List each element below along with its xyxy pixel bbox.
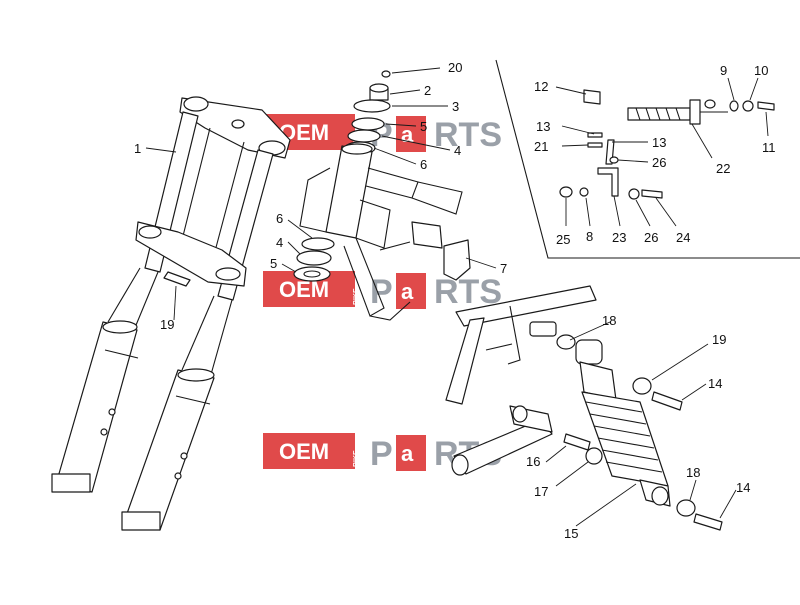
callout-4: 4	[276, 235, 283, 250]
seal-5-lower	[293, 266, 331, 282]
washer-26-lower	[628, 188, 640, 200]
right-axle-boss	[121, 511, 161, 531]
right-fork-slider	[123, 369, 215, 531]
rear-shock-absorber	[556, 334, 723, 531]
fork-clip	[163, 271, 191, 287]
bearing-race-6-lower	[301, 237, 335, 251]
washer-18-lower	[676, 499, 696, 517]
shock-upper-eye	[575, 339, 603, 365]
washer-9	[729, 100, 739, 112]
front-fork-assembly	[51, 96, 291, 531]
bearing-4-lower	[296, 250, 332, 266]
callout-13: 13	[652, 135, 666, 150]
watermark-a: a	[401, 441, 414, 466]
washer-18-upper	[556, 334, 576, 350]
callout-19: 19	[712, 332, 726, 347]
callout-9: 9	[720, 63, 727, 78]
bolt-14-lower	[693, 513, 723, 531]
callout-5: 5	[270, 256, 277, 271]
callout-17: 17	[534, 484, 548, 499]
frame-mount-plate	[411, 221, 443, 249]
callout-7: 7	[500, 261, 507, 276]
spacer-21	[587, 142, 603, 148]
steering-damper-end	[689, 99, 701, 125]
washer-26-upper	[609, 156, 619, 164]
bolt-16	[563, 433, 591, 451]
shock-mount-bolt-head	[529, 321, 557, 337]
callout-24: 24	[676, 230, 690, 245]
callout-26: 26	[652, 155, 666, 170]
callout-22: 22	[716, 161, 730, 176]
watermark-top: OEM BIKE P a RTS	[263, 114, 502, 154]
steering-head-tube	[325, 145, 373, 239]
callout-26: 26	[644, 230, 658, 245]
rear-subframe	[445, 285, 597, 405]
callout-12: 12	[534, 79, 548, 94]
shock-spring	[581, 391, 669, 487]
callout-25: 25	[556, 232, 570, 247]
leader-lines	[145, 67, 769, 527]
swingarm	[451, 405, 553, 476]
callout-21: 21	[534, 139, 548, 154]
subframe-leg	[445, 317, 485, 405]
callout-numbers: 1 2 3 4 4 5 5 6 6 7 9 10 11 12 13 13 14 …	[134, 60, 776, 541]
callout-6: 6	[420, 157, 427, 172]
washer-17	[585, 447, 603, 465]
callout-1: 1	[134, 141, 141, 156]
callout-14: 14	[708, 376, 722, 391]
washer-19	[632, 377, 652, 395]
watermark-bike: BIKE	[353, 450, 360, 467]
callout-13: 13	[536, 119, 550, 134]
callout-6: 6	[276, 211, 283, 226]
bracket-23	[597, 167, 619, 197]
watermark-p: P	[370, 273, 393, 311]
frame	[299, 143, 463, 321]
callout-14: 14	[736, 480, 750, 495]
watermark-a: a	[401, 279, 414, 304]
upper-subframe-bar	[455, 285, 597, 327]
callout-4: 4	[454, 143, 461, 158]
inset-border	[495, 59, 800, 259]
callout-2: 2	[424, 83, 431, 98]
steering-damper-inset	[495, 59, 800, 259]
callout-5: 5	[420, 119, 427, 134]
washer-3	[353, 99, 391, 113]
spacer-13	[587, 132, 603, 138]
bolt-14-upper	[651, 391, 683, 411]
bearing-4	[347, 129, 381, 143]
left-axle-boss	[51, 473, 91, 493]
left-fork-slider	[55, 321, 138, 493]
callout-19: 19	[160, 317, 174, 332]
callout-11: 11	[762, 140, 776, 155]
bolt-11	[757, 101, 775, 111]
bracket-7	[443, 239, 471, 281]
callout-3: 3	[452, 99, 459, 114]
callout-15: 15	[564, 526, 578, 541]
watermark-oem: OEM	[279, 439, 329, 464]
seal-5	[351, 117, 385, 131]
washer-8	[579, 187, 589, 197]
callout-23: 23	[612, 230, 626, 245]
callout-18: 18	[686, 465, 700, 480]
callout-16: 16	[526, 454, 540, 469]
screw-20	[381, 70, 391, 78]
watermark-oem: OEM	[279, 277, 329, 302]
nut-12	[583, 89, 601, 105]
callout-10: 10	[754, 63, 768, 78]
watermark-bike: BIKE	[353, 288, 360, 305]
callout-8: 8	[586, 229, 593, 244]
nut-25	[559, 186, 573, 198]
callout-20: 20	[448, 60, 462, 75]
watermark-p: P	[370, 435, 393, 473]
watermark-bottom: OEM BIKE P a RTS	[263, 433, 502, 473]
bolt-24	[641, 189, 663, 199]
watermark-rts: RTS	[434, 116, 502, 154]
callout-18: 18	[602, 313, 616, 328]
nut-10	[742, 100, 754, 112]
